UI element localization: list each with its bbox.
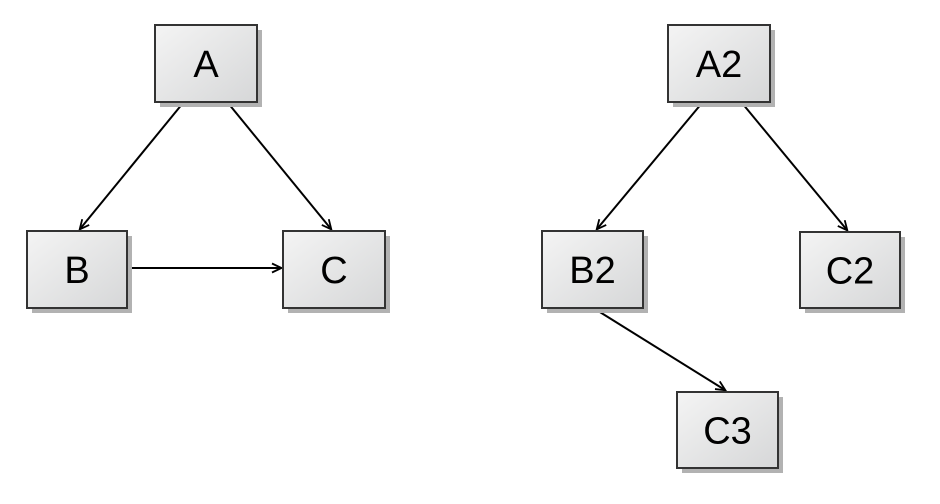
- edge-B2-C3[interactable]: [594, 308, 728, 392]
- node-box[interactable]: [26, 230, 128, 309]
- node-label: A2: [696, 44, 742, 86]
- node-C3[interactable]: C3: [676, 391, 783, 473]
- node-A[interactable]: A: [154, 24, 262, 107]
- edge-A2-C2[interactable]: [741, 102, 849, 233]
- node-box[interactable]: [799, 231, 901, 309]
- node-C2[interactable]: C2: [799, 231, 905, 313]
- node-box[interactable]: [667, 24, 771, 103]
- node-label: A: [193, 44, 219, 86]
- node-C[interactable]: C: [282, 230, 390, 313]
- node-B[interactable]: B: [26, 230, 132, 313]
- node-B2[interactable]: B2: [541, 230, 648, 313]
- node-box[interactable]: [676, 391, 779, 469]
- node-label: C2: [826, 250, 875, 292]
- edge-A-C[interactable]: [227, 102, 333, 232]
- node-label: C3: [703, 410, 752, 452]
- edge-A-B[interactable]: [78, 102, 184, 232]
- node-label: C: [320, 250, 347, 292]
- node-box[interactable]: [154, 24, 258, 103]
- edge-A2-B2[interactable]: [595, 102, 703, 231]
- node-box[interactable]: [282, 230, 386, 309]
- node-box[interactable]: [541, 230, 644, 309]
- node-label: B2: [569, 250, 615, 292]
- node-A2[interactable]: A2: [667, 24, 775, 107]
- node-label: B: [64, 250, 89, 292]
